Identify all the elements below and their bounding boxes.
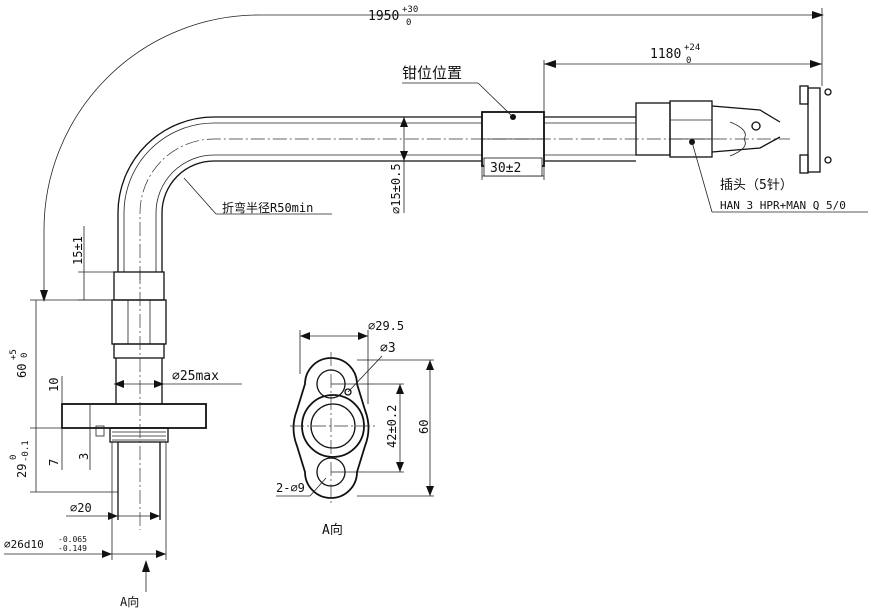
view-a-hole-text: ⌀3 — [380, 341, 396, 356]
view-a-dims — [276, 330, 434, 497]
plug-length-text: 1180 — [650, 47, 681, 62]
clamp-position-label: 钳位位置 — [402, 64, 462, 82]
flange-thickness-text: 10 — [47, 378, 61, 392]
tube-diameter-text: ⌀15±0.5 — [389, 163, 403, 214]
dim-3-text: 3 — [77, 453, 91, 460]
left-dims — [30, 226, 118, 493]
plug-length-tol-upper: +24 — [684, 43, 700, 53]
view-a-holes-text: 2-⌀9 — [276, 481, 305, 495]
clamp-leader-diag — [477, 82, 514, 118]
clamp-width-dim — [481, 157, 545, 180]
max-diameter-text: ⌀25max — [172, 369, 219, 384]
view-a-width-text: ⌀29.5 — [368, 319, 404, 333]
flange-height-tol-lower: 0 — [20, 353, 30, 358]
plug-name-label: 插头（5针） — [720, 178, 793, 193]
outer-tol-upper: -0.065 — [58, 535, 87, 544]
top-offset-text: 15±1 — [71, 236, 85, 265]
bend-radius-label: 折弯半径R50min — [222, 200, 313, 215]
view-a-arrow — [142, 560, 150, 592]
total-length-tol-upper: +30 — [402, 5, 418, 15]
total-length-dim — [40, 8, 824, 302]
flange-height-tol-upper: +5 — [9, 349, 19, 360]
plug-model-label: HAN 3 HPR+MAN Q 5/0 — [720, 199, 846, 212]
total-length-text: 1950 — [368, 9, 399, 24]
flange-height-text: 60 — [15, 364, 29, 378]
thread-length-tol-lower: -0.1 — [21, 440, 31, 462]
tube-diameter-dim — [400, 117, 408, 213]
view-a-height-text: 60 — [417, 420, 431, 434]
max-diameter-dim — [114, 380, 242, 388]
bottom-diameter-dims — [4, 442, 167, 560]
tube-body — [117, 116, 790, 280]
thread-length-text: 29 — [15, 464, 29, 478]
lower-fitting — [61, 270, 207, 530]
bend-radius-leader — [183, 177, 217, 215]
outer-diameter-text: ⌀26d10 — [4, 538, 44, 551]
plug-length-dim — [543, 60, 822, 112]
inner-diameter-text: ⌀20 — [70, 501, 92, 515]
view-a-title: A向 — [322, 522, 343, 538]
plug-connector — [635, 85, 832, 174]
view-a-center-text: 42±0.2 — [385, 405, 399, 448]
view-a-arrow-label: A向 — [120, 594, 139, 609]
dim-7-text: 7 — [47, 459, 61, 466]
outer-tol-lower: -0.149 — [58, 544, 87, 553]
thread-length-tol-upper: 0 — [9, 455, 19, 460]
plug-length-tol-lower: 0 — [686, 56, 691, 66]
clamp-width-text: 30±2 — [490, 161, 521, 176]
total-length-tol-lower: 0 — [406, 18, 411, 28]
plug-leader — [691, 141, 713, 213]
